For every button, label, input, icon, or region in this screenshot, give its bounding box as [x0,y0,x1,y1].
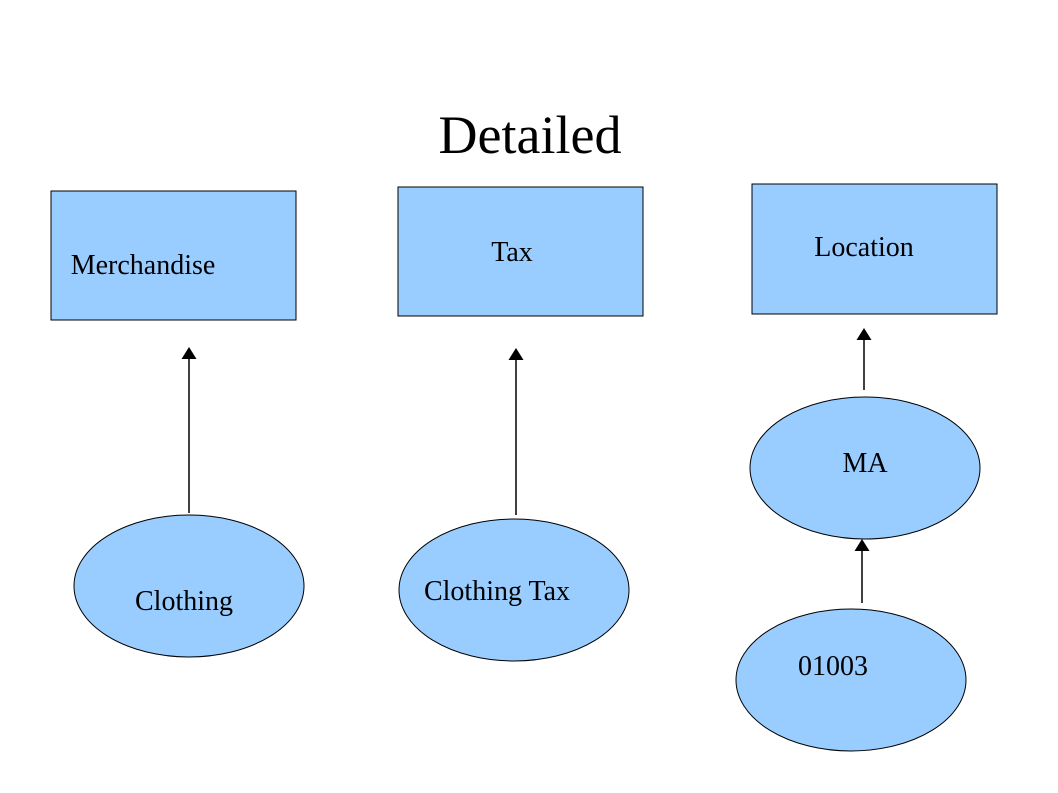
tax-box [397,186,644,317]
slide-title: Detailed [439,105,622,165]
zip-ellipse [735,608,967,752]
zip-label: 01003 [798,651,868,682]
ma-node: MA [749,396,981,540]
location-label: Location [814,232,914,263]
clothing-tax-label: Clothing Tax [424,576,570,607]
location-node: Location [751,183,998,315]
zip-node: 01003 [735,608,967,752]
merchandise-node: Merchandise [50,190,297,321]
clothing-tax-node: Clothing Tax [398,518,630,662]
tax-label: Tax [491,237,533,268]
clothing-ellipse [73,514,305,658]
ma-label: MA [842,448,888,479]
clothing-tax-ellipse [398,518,630,662]
merchandise-label: Merchandise [71,250,216,281]
location-box [751,183,998,315]
tax-node: Tax [397,186,644,317]
clothing-node: Clothing [73,514,305,658]
merchandise-box [50,190,297,321]
clothing-label: Clothing [135,586,233,617]
